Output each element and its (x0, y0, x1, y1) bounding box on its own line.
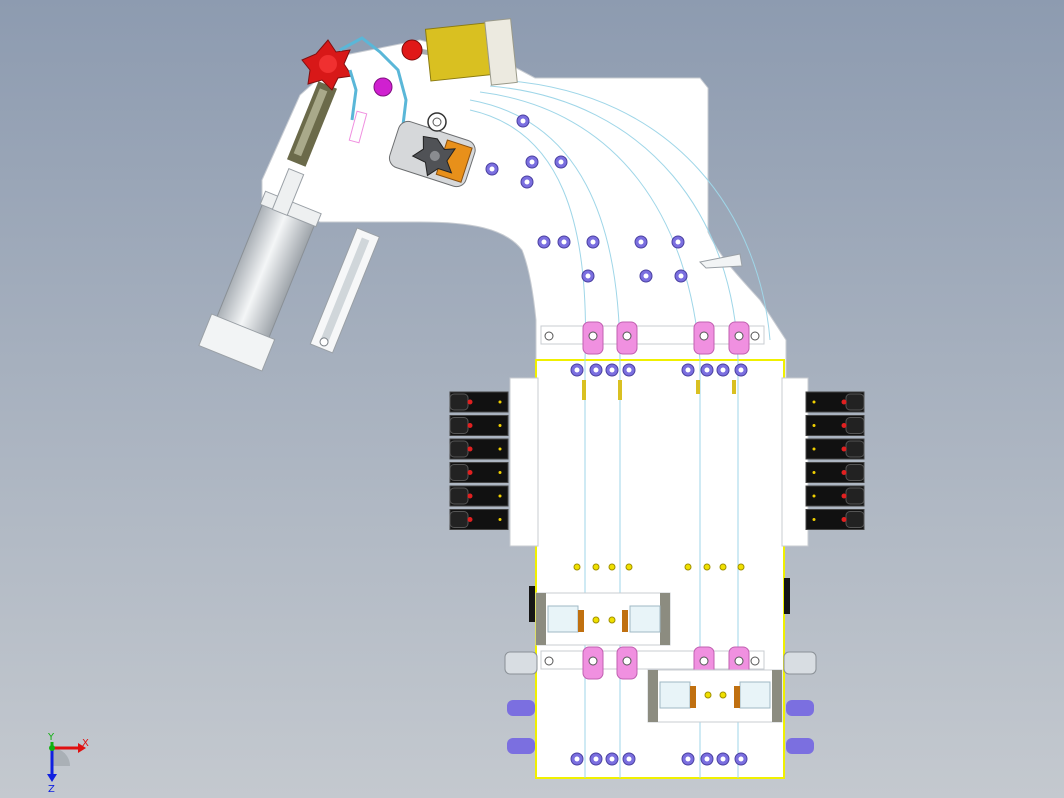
magenta-roller (373, 77, 393, 97)
fastener-bolt (622, 752, 636, 766)
solenoid-valve (805, 462, 865, 483)
fastener-bolt (570, 363, 584, 377)
fastener-bolt (485, 162, 499, 176)
clamp-screw (699, 331, 709, 341)
fastener-bolt (520, 175, 534, 189)
fastener-bolt (639, 269, 653, 283)
fastener-bolt (674, 269, 688, 283)
clamp-screw (622, 331, 632, 341)
solenoid-valve (805, 391, 865, 413)
yellow-indicator (592, 616, 600, 624)
indicator-ring-inner (432, 117, 442, 127)
right-side-rail (781, 377, 809, 547)
solenoid-valve (805, 415, 865, 436)
yellow-indicator (719, 563, 727, 571)
brass-bracket (424, 18, 518, 86)
yellow-indicator (592, 563, 600, 571)
solenoid-valve (805, 485, 865, 507)
yellow-indicator (625, 563, 633, 571)
fastener-bolt (605, 752, 619, 766)
clamp-screw (588, 331, 598, 341)
clamp-screw (544, 331, 554, 341)
fastener-bolt (605, 363, 619, 377)
yellow-indicator (737, 563, 745, 571)
fastener-bolt (589, 752, 603, 766)
solenoid-valve (805, 509, 865, 530)
fastener-bolt (581, 269, 595, 283)
solenoid-valve (449, 438, 509, 460)
main-base-plate (261, 39, 787, 381)
solenoid-valve (449, 485, 509, 507)
clamp-screw (699, 656, 709, 666)
solenoid-valve (449, 391, 509, 413)
left-black-tab (529, 586, 535, 622)
clamp-screw (544, 656, 554, 666)
left-gate-assembly (535, 592, 671, 646)
rod-guide-slider (309, 227, 381, 354)
fastener-bolt (586, 235, 600, 249)
clamp-screw (750, 656, 760, 666)
yellow-indicator (703, 563, 711, 571)
solenoid-valve (449, 462, 509, 483)
pink-label-strip (348, 110, 368, 144)
fastener-bolt (622, 363, 636, 377)
fastener-bolt (557, 235, 571, 249)
left-connectors (504, 651, 538, 754)
lower-clamp-bar (540, 646, 765, 680)
fastener-bolt (570, 752, 584, 766)
left-solenoid-valve-bank (449, 391, 509, 530)
fastener-bolt (537, 235, 551, 249)
axis-y-label: Y (47, 732, 55, 743)
solenoid-valve (449, 415, 509, 436)
fastener-bolt (681, 363, 695, 377)
fastener-bolt (700, 752, 714, 766)
yellow-indicator (608, 563, 616, 571)
solenoid-valve (805, 438, 865, 460)
right-solenoid-valve-bank (805, 391, 865, 530)
clamp-screw (588, 656, 598, 666)
axis-z-label: Z (48, 784, 55, 795)
fastener-bolt (671, 235, 685, 249)
yellow-indicator (684, 563, 692, 571)
red-star-knob (301, 39, 353, 91)
fastener-bolt (554, 155, 568, 169)
clamp-screw (734, 656, 744, 666)
pneumatic-cylinder (198, 190, 322, 372)
right-latch (698, 253, 743, 269)
fastener-bolt (716, 752, 730, 766)
fasteners (485, 114, 760, 766)
fastener-bolt (589, 363, 603, 377)
fastener-bolt (734, 752, 748, 766)
clamp-screw (750, 331, 760, 341)
solenoid-valve (449, 509, 509, 530)
yellow-indicator-dots (573, 563, 745, 699)
actuator-rod (271, 167, 305, 217)
fastener-bolt (525, 155, 539, 169)
fastener-bolt (634, 235, 648, 249)
fastener-bolt (700, 363, 714, 377)
fastener-bolt (716, 363, 730, 377)
right-black-tab (784, 578, 790, 614)
fastener-bolt (681, 752, 695, 766)
yellow-indicator (719, 691, 727, 699)
fastener-bolt (734, 363, 748, 377)
clamp-screw (734, 331, 744, 341)
yellow-indicator (573, 563, 581, 571)
yellow-lane-markers (582, 380, 736, 400)
adjustment-slide (286, 81, 338, 167)
left-side-rail (509, 377, 539, 547)
clamp-screw (622, 656, 632, 666)
axis-triad: X Y Z (47, 732, 89, 795)
fastener-bolt (516, 114, 530, 128)
conveyor-yellow-outline (535, 359, 785, 779)
right-gate-assembly (647, 669, 783, 723)
yellow-indicator (608, 616, 616, 624)
yellow-indicator (704, 691, 712, 699)
right-connectors (783, 651, 817, 754)
axis-x-label: X (82, 738, 89, 749)
